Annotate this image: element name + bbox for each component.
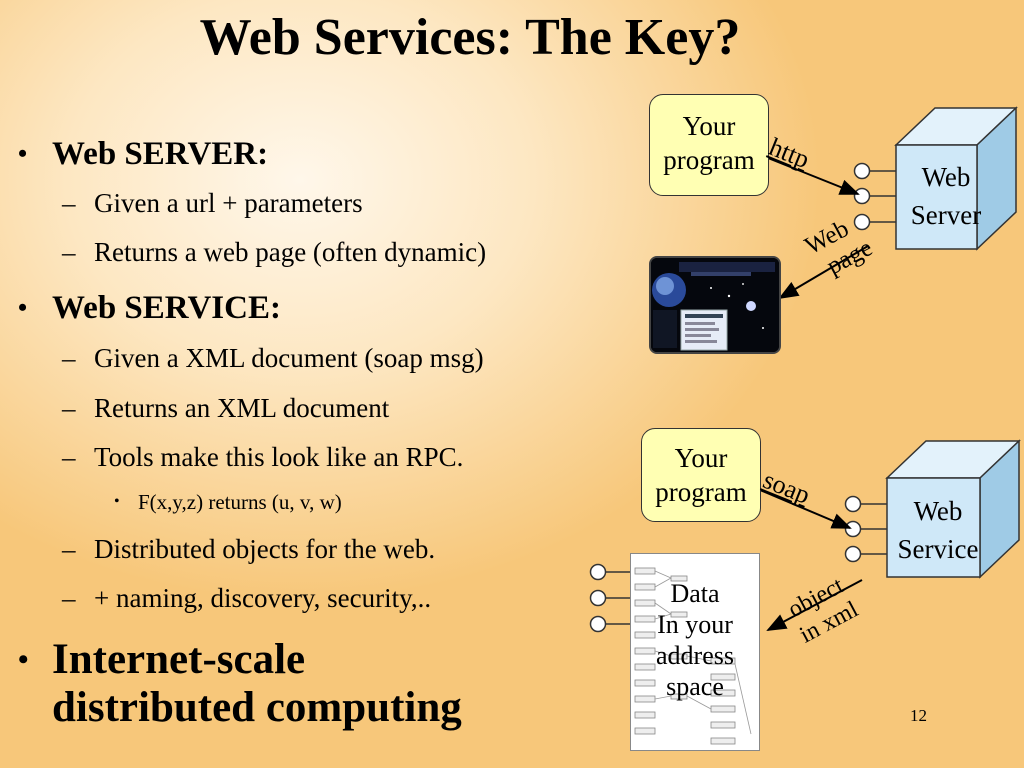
- dash-symbol: –: [62, 442, 76, 472]
- dash-symbol: –: [62, 534, 76, 564]
- web-service-label: Web Service: [884, 492, 992, 568]
- http-arrow: [767, 157, 860, 195]
- dash-symbol: –: [62, 583, 76, 613]
- sub-bullet-text: Returns an XML document: [94, 393, 390, 423]
- program-label-line-1: Your: [682, 111, 736, 141]
- sub-bullet-text: Tools make this look like an RPC.: [94, 442, 464, 472]
- conclusion-line-1: Internet-scale: [52, 636, 306, 683]
- server-ports: [853, 162, 896, 231]
- program-label-line-1: Your: [674, 443, 728, 473]
- dash-symbol: –: [62, 188, 76, 218]
- data-text: Data In your address space: [631, 578, 759, 702]
- sub-bullet-text: + naming, discovery, security,..: [94, 583, 432, 613]
- dash-symbol: –: [62, 237, 76, 267]
- service-label-line-2: Service: [897, 534, 979, 564]
- web-page-arrow: [778, 245, 869, 300]
- dash-symbol: –: [62, 343, 76, 373]
- web-server-label: Web Server: [896, 158, 996, 234]
- program-label-line-2: program: [655, 477, 747, 507]
- soap-arrow: [759, 489, 852, 529]
- object-arrow: [766, 579, 863, 631]
- bullet-symbol: •: [18, 293, 28, 322]
- web-service-cube: [885, 439, 1021, 579]
- service-label-line-1: Web: [913, 496, 963, 526]
- bullet-text: Web SERVICE:: [52, 290, 281, 326]
- sub-bullet-text: Returns a web page (often dynamic): [94, 237, 487, 267]
- page-number: 12: [910, 706, 927, 725]
- data-line-3: address: [656, 641, 734, 670]
- bullet-symbol: •: [18, 643, 29, 676]
- web-server-cube: [894, 106, 1018, 251]
- server-label-line-1: Web: [921, 162, 971, 192]
- data-schema-image: [634, 567, 752, 745]
- data-line-1: Data: [670, 579, 720, 608]
- slide-title: Web Services: The Key?: [199, 9, 741, 66]
- data-ports: [589, 563, 632, 633]
- service-ports: [844, 495, 887, 563]
- conclusion-line-2: distributed computing: [52, 684, 462, 731]
- sub-bullet-text: Given a url + parameters: [94, 188, 363, 218]
- web-page-image: [651, 258, 779, 352]
- program-label-line-2: program: [663, 145, 755, 175]
- data-document: Data In your address space: [630, 553, 760, 751]
- data-line-4: space: [666, 672, 724, 701]
- bullet-text: Web SERVER:: [52, 136, 269, 172]
- bullet-symbol: •: [18, 139, 28, 168]
- server-label-line-2: Server: [910, 200, 982, 230]
- bullet-symbol: •: [114, 493, 120, 510]
- sub-sub-bullet-text: F(x,y,z) returns (u, v, w): [138, 490, 342, 514]
- sub-bullet-text: Distributed objects for the web.: [94, 534, 436, 564]
- sub-bullet-text: Given a XML document (soap msg): [94, 343, 484, 373]
- data-line-2: In your: [657, 610, 733, 639]
- web-page-thumbnail: [649, 256, 781, 354]
- your-program-box-bottom: Your program: [641, 428, 761, 522]
- dash-symbol: –: [62, 393, 76, 423]
- your-program-box-top: Your program: [649, 94, 769, 196]
